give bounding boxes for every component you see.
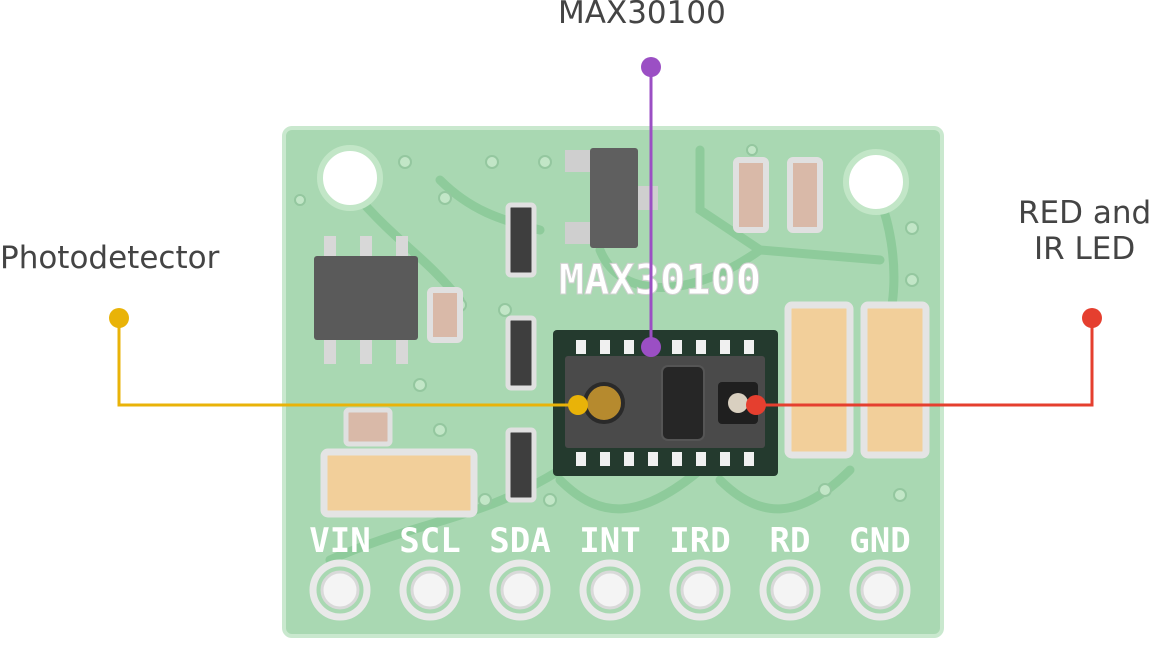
callout-label-led: RED and IR LED: [1018, 195, 1152, 267]
callout-label-photodetector: Photodetector: [0, 240, 220, 276]
callout-chip: [641, 57, 661, 357]
callout-photodetector-dot-start: [109, 308, 129, 328]
pin-hole-scl: [410, 570, 450, 610]
mounting-hole-left: [317, 145, 383, 211]
pin-hole-int: [590, 570, 630, 610]
callout-photodetector: [109, 308, 588, 415]
mounting-hole-right: [843, 149, 909, 215]
callout-label-led-line1: RED and: [1018, 195, 1152, 231]
pin-label-gnd: GND: [849, 521, 910, 561]
pin-label-ird: IRD: [669, 521, 730, 561]
callout-led-line: [756, 318, 1094, 407]
pin-label-scl: SCL: [399, 521, 460, 561]
callout-photodetector-line: [117, 318, 578, 407]
pin-hole-rd: [770, 570, 810, 610]
callout-chip-dot-end: [641, 337, 661, 357]
pin-hole-vin: [320, 570, 360, 610]
pcb-board: MAX30100 VIN SCL SDA INT IRD RD GND: [282, 126, 944, 638]
callout-photodetector-dot-end: [568, 395, 588, 415]
photodetector-window: [583, 382, 625, 424]
tantalum-capacitors: [320, 301, 930, 518]
callout-chip-dot-top: [641, 57, 661, 77]
callout-label-led-line2: IR LED: [1033, 230, 1136, 267]
callout-led-dot-end: [746, 395, 766, 415]
callout-label-chip: MAX30100: [558, 0, 726, 31]
pin-label-int: INT: [579, 521, 640, 561]
callout-led: [746, 308, 1102, 415]
silkscreen-title: MAX30100: [559, 255, 761, 304]
header-pins: [320, 570, 900, 610]
pin-hole-gnd: [860, 570, 900, 610]
callout-led-dot-start: [1082, 308, 1102, 328]
pin-hole-ird: [680, 570, 720, 610]
pin-labels: VIN SCL SDA INT IRD RD GND: [309, 521, 910, 561]
pin-label-vin: VIN: [309, 521, 370, 561]
pin-label-sda: SDA: [489, 521, 550, 561]
smd-components: [343, 157, 823, 503]
pin-hole-sda: [500, 570, 540, 610]
pin-label-rd: RD: [770, 521, 811, 561]
pcb-vias: [294, 144, 919, 507]
regulator-ic: [314, 236, 418, 364]
center-window: [661, 365, 705, 441]
